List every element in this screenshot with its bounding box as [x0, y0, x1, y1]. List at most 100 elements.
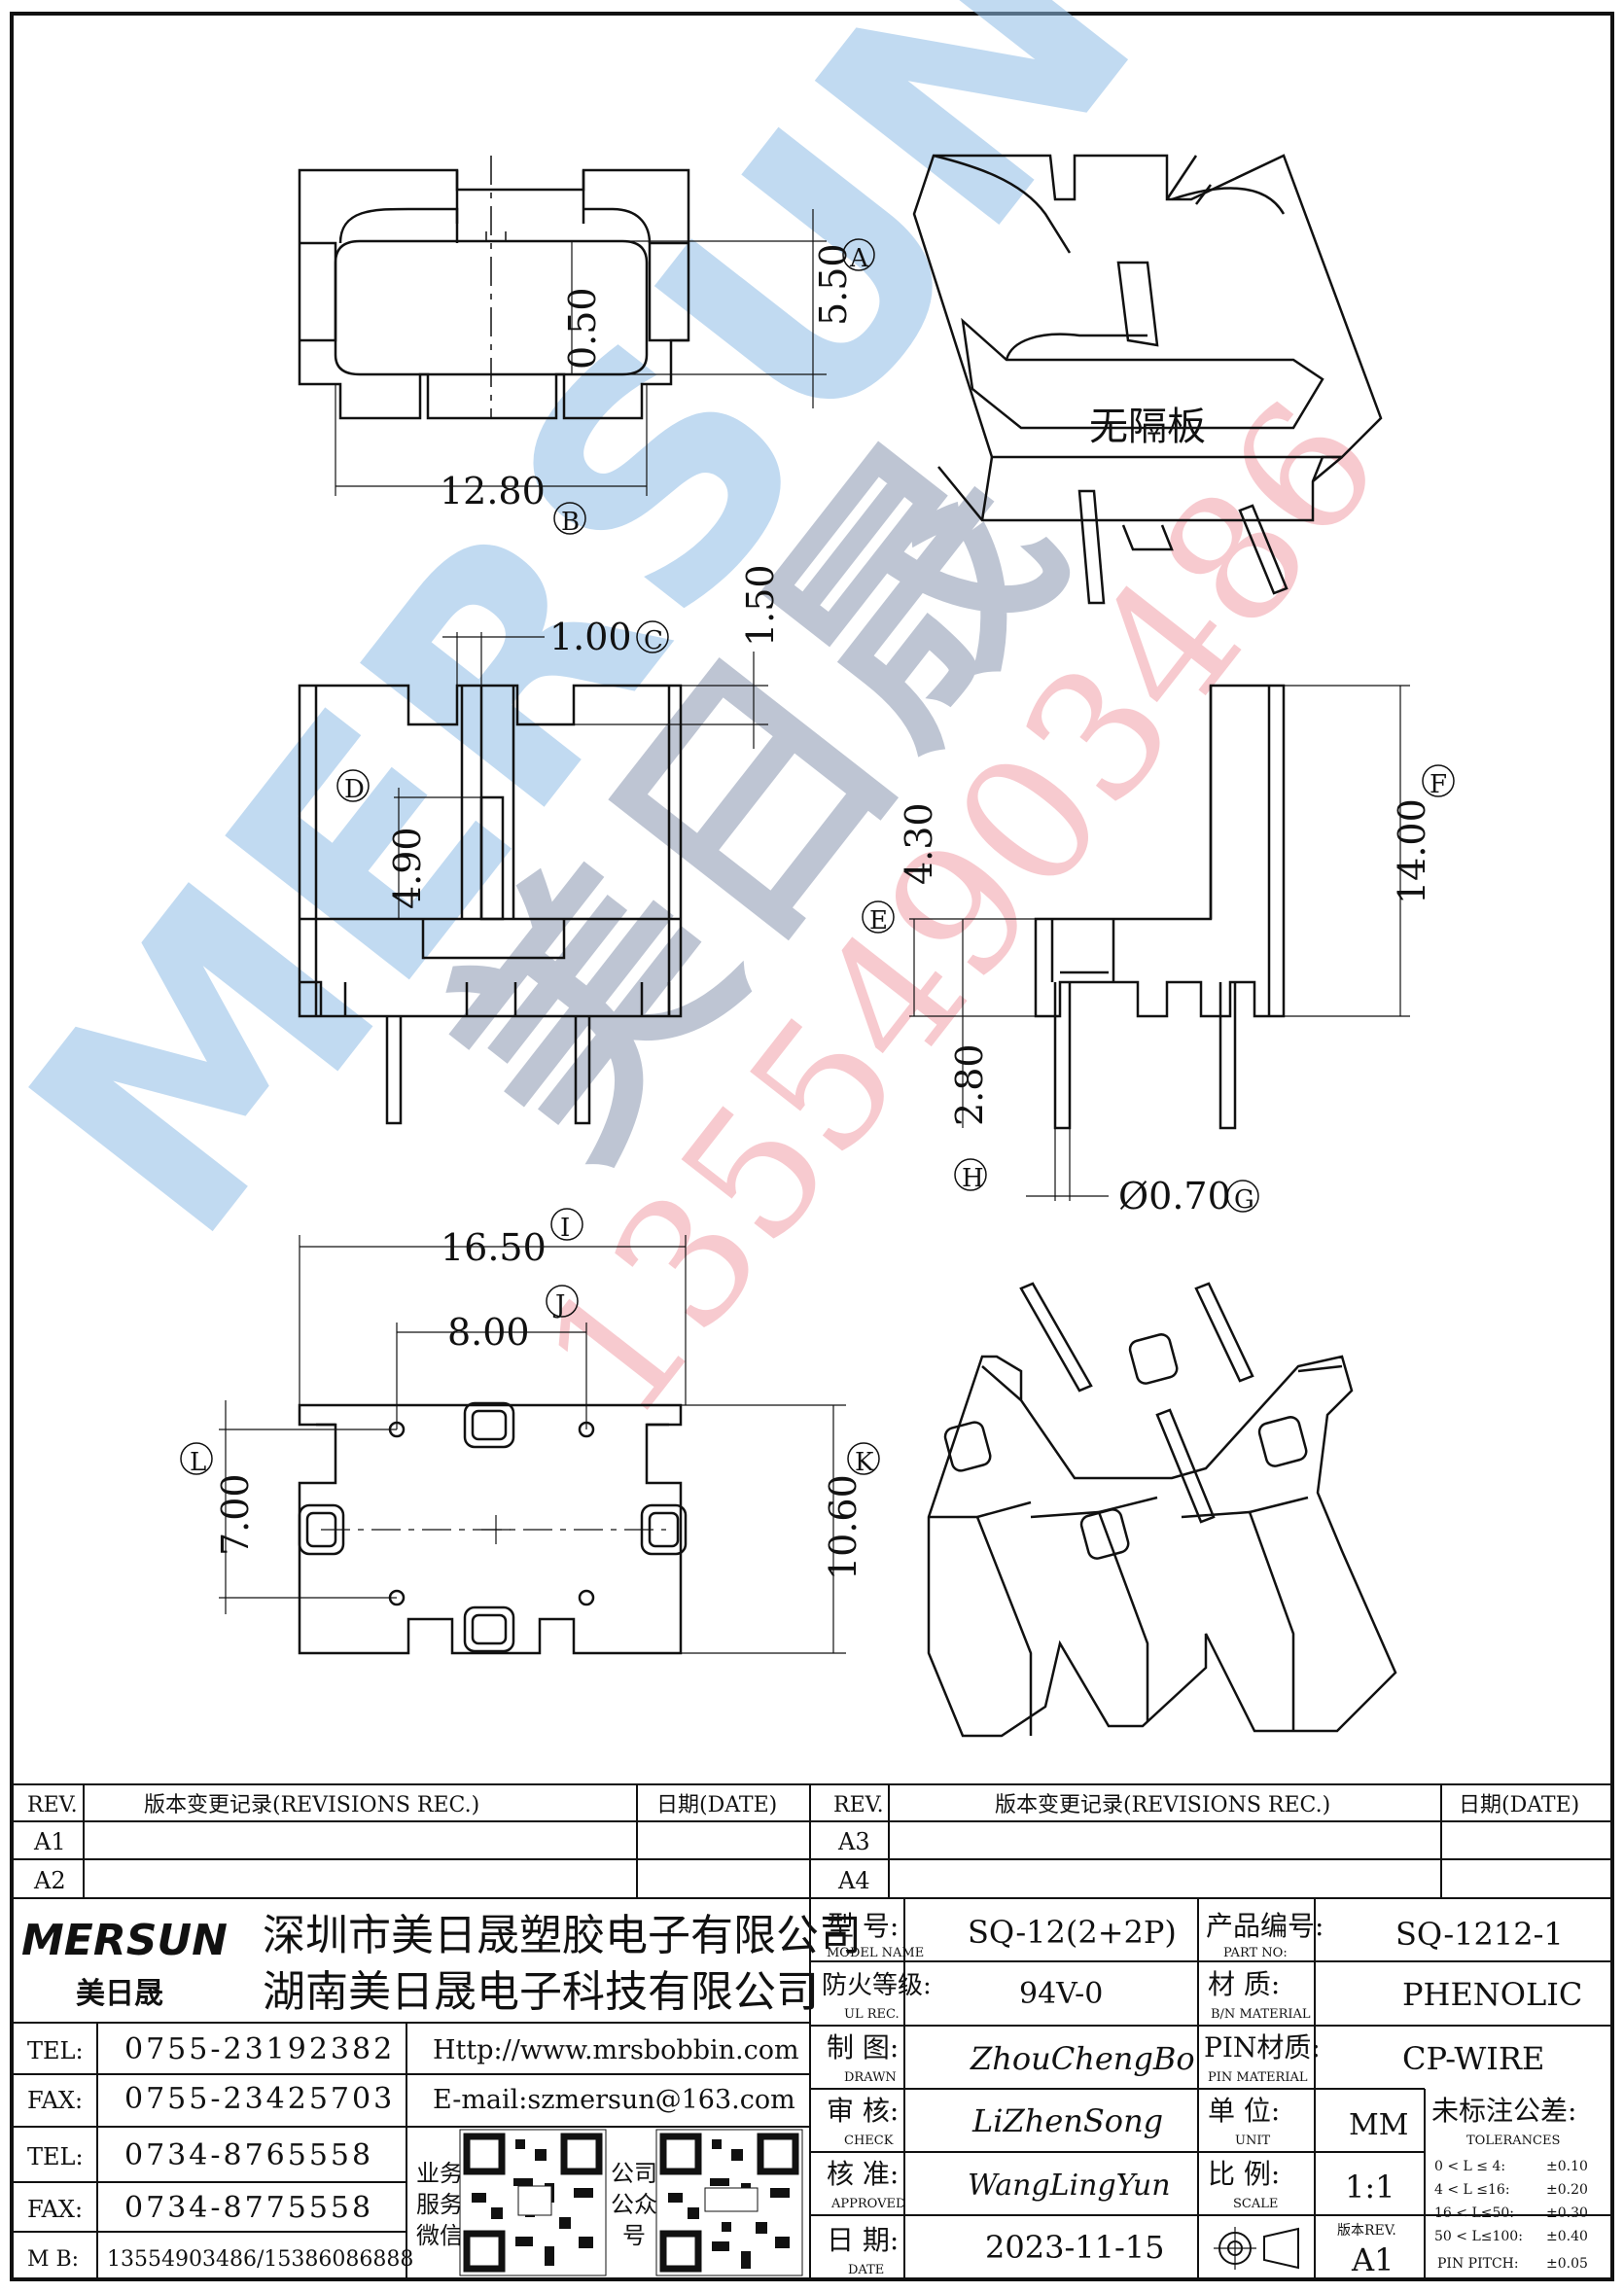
spec-date-label: 日 期: — [827, 2224, 899, 2256]
label-d: D — [344, 775, 365, 804]
dims-view5: 16.50 I 8.00 J 7.00 L 10.60 K — [180, 1208, 880, 1580]
spec-part-label: 产品编号: — [1206, 1910, 1324, 1942]
rev-right-h-date: 日期(DATE) — [1459, 1793, 1579, 1817]
dim-l-value: 7.00 — [214, 1473, 257, 1556]
spec-ver-value: A1 — [1351, 2241, 1394, 2278]
dims-view4: 4.30 E 14.00 F 2.80 H Ø0.70 G — [862, 764, 1455, 1217]
spec-block: 型 号: MODEL NAME SQ-12(2+2P) 产品编号: PART N… — [822, 1910, 1588, 2278]
rev-left-row-a2: A2 — [33, 1867, 66, 1894]
dims-view3: 1.00 C 1.50 D 4.90 — [336, 564, 782, 909]
label-e: E — [869, 906, 888, 935]
label-k: K — [855, 1448, 874, 1477]
spec-model-label: 型 号: — [827, 1910, 899, 1942]
iso-note: 无隔板 — [1089, 405, 1206, 449]
label-j: J — [552, 1290, 565, 1320]
label-f: F — [1430, 770, 1447, 799]
rev-right-h-rec: 版本变更记录(REVISIONS REC.) — [995, 1793, 1330, 1817]
spec-drawn-value: ZhouChengBo — [970, 2040, 1195, 2077]
tol-val-2: ±0.20 — [1546, 2182, 1588, 2198]
spec-mat-label: 材 质: — [1208, 1968, 1280, 2000]
spec-tol-label: 未标注公差: — [1431, 2095, 1576, 2127]
rev-right-h-rev: REV. — [833, 1793, 884, 1817]
tol-range-5: PIN PITCH: — [1437, 2256, 1519, 2272]
dim-c-value-2: 1.50 — [739, 564, 782, 647]
spec-date-value: 2023-11-15 — [985, 2229, 1165, 2266]
watermark: MERSUN 美日晟 13554903486 — [0, 0, 1419, 1455]
spec-pin-sub: PIN MATERIAL — [1208, 2070, 1308, 2085]
tol-range-4: 50 < L≤100: — [1434, 2229, 1523, 2244]
rev-left-h-rev: REV. — [27, 1793, 78, 1817]
spec-model-value: SQ-12(2+2P) — [968, 1914, 1177, 1951]
view-side-right — [909, 684, 1410, 1201]
dim-f-value: 14.00 — [1391, 798, 1433, 904]
label-i: I — [560, 1214, 570, 1243]
contact-label-2: FAX: — [27, 2087, 83, 2114]
qr1-label-3: 微信 — [416, 2222, 463, 2249]
view-iso-top — [912, 154, 1383, 605]
dim-d-value: 4.90 — [386, 827, 429, 909]
company-logo: MERSUN — [21, 1916, 228, 1965]
company-name-2: 湖南美日晟电子科技有限公司 — [263, 1967, 819, 2017]
dim-e-value: 4.30 — [898, 802, 940, 885]
tol-range-2: 4 < L ≤16: — [1434, 2182, 1510, 2198]
rev-left-row-a1: A1 — [33, 1828, 66, 1855]
rev-right-row-a3: A3 — [837, 1828, 870, 1855]
email: E-mail:szmersun@163.com — [433, 2085, 795, 2115]
qr-area: 业务 服务 微信 公司 公众 号 — [416, 2129, 803, 2276]
qr2-label-1: 公司 — [611, 2160, 657, 2187]
website: Http://www.mrsbobbin.com — [433, 2035, 799, 2065]
dim-g-value: Ø0.70 — [1118, 1175, 1231, 1217]
contact-label-1: TEL: — [27, 2037, 84, 2064]
spec-check-label: 审 核: — [827, 2095, 899, 2127]
rev-left-h-rec: 版本变更记录(REVISIONS REC.) — [144, 1793, 479, 1817]
tol-val-1: ±0.10 — [1546, 2159, 1588, 2174]
spec-appr-sub: APPROVED — [830, 2197, 905, 2211]
qr2-label-2: 公众 — [611, 2191, 657, 2218]
spec-model-sub: MODEL NAME — [827, 1946, 924, 1960]
qr1-label-2: 服务 — [416, 2191, 463, 2218]
label-l: L — [190, 1448, 206, 1477]
spec-check-sub: CHECK — [844, 2134, 894, 2148]
company-logo-cn: 美日晟 — [76, 1977, 163, 2011]
spec-appr-label: 核 准: — [827, 2158, 899, 2190]
company-name-1: 深圳市美日晟塑胶电子有限公司 — [263, 1911, 862, 1960]
spec-pin-value: CP-WIRE — [1402, 2040, 1544, 2077]
tol-range-3: 16 < L≤50: — [1434, 2205, 1514, 2221]
label-c: C — [644, 626, 663, 655]
dim-i-value: 16.50 — [441, 1226, 547, 1269]
spec-pin-label: PIN材质: — [1204, 2031, 1321, 2064]
spec-part-value: SQ-1212-1 — [1395, 1916, 1564, 1953]
contact-label-5: M B: — [27, 2247, 79, 2272]
spec-tol-sub: TOLERANCES — [1466, 2134, 1560, 2148]
label-g: G — [1234, 1185, 1254, 1215]
spec-ul-sub: UL REC. — [844, 2007, 900, 2022]
spec-unit-label: 单 位: — [1208, 2095, 1280, 2127]
qr-code-1 — [459, 2129, 607, 2276]
contact-value-1: 0755-23192382 — [124, 2032, 395, 2066]
spec-appr-value: WangLingYun — [968, 2169, 1171, 2203]
spec-check-value: LiZhenSong — [971, 2102, 1163, 2139]
contact-value-4: 0734-8775558 — [124, 2191, 373, 2225]
qr2-label-3: 号 — [622, 2222, 646, 2249]
spec-date-sub: DATE — [848, 2263, 884, 2277]
label-b: B — [561, 508, 580, 537]
spec-ul-label: 防火等级: — [822, 1971, 932, 2000]
qr-code-2 — [655, 2129, 803, 2276]
view-iso-bottom — [927, 1282, 1397, 1738]
dim-b-value: 12.80 — [440, 470, 546, 512]
contact-value-5: 13554903486/15386086888 — [107, 2247, 413, 2272]
spec-part-sub: PART NO: — [1223, 1946, 1288, 1960]
spec-unit-value: MM — [1349, 2108, 1408, 2142]
view-front-top — [298, 156, 827, 496]
spec-drawn-label: 制 图: — [827, 2031, 899, 2064]
spec-scale-label: 比 例: — [1208, 2158, 1280, 2190]
dim-j-value: 8.00 — [447, 1311, 530, 1354]
spec-ver-label: 版本REV. — [1337, 2223, 1396, 2239]
contacts: TEL: 0755-23192382 FAX: 0755-23425703 TE… — [27, 2032, 799, 2272]
dim-a-value: 5.50 — [812, 243, 855, 326]
spec-unit-sub: UNIT — [1235, 2134, 1270, 2148]
contact-label-3: TEL: — [27, 2143, 84, 2170]
title-block — [12, 1783, 1612, 2279]
rev-right-row-a4: A4 — [837, 1867, 870, 1894]
